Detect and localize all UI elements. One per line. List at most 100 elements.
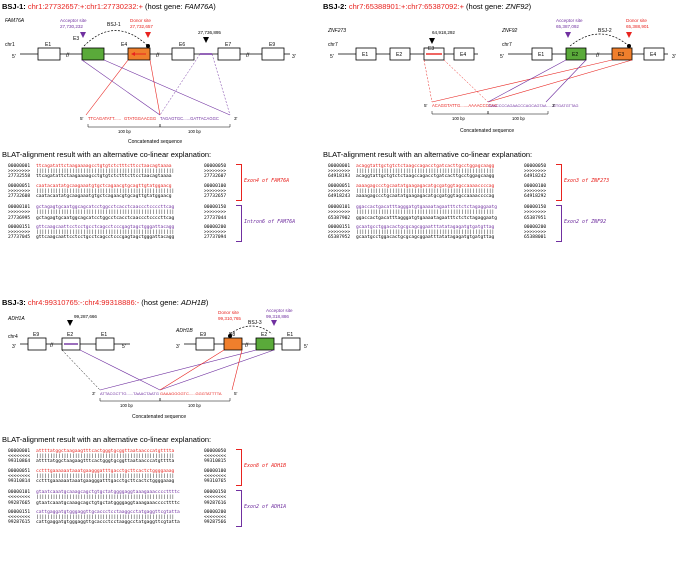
align-query-pos: 00000151 [8,224,31,230]
align-sequence: ||||||||||||||||||||||||||||||||||||||||… [36,210,175,216]
bsj1-acceptor-pos: 27,730,232 [60,24,83,29]
bsj1-map-line [81,59,161,116]
bsj2-b-exon-e4-label: E4 [650,52,656,58]
bsj3-strand-left-b: 3' [176,344,180,350]
bsj1-break-icon: // [66,53,70,59]
bsj3-bp-right: 100 bp [188,403,201,408]
bsj3-acceptor-pos: 99,318,886 [266,314,289,319]
alignment-annotation: Exon2 of ADH1A [244,503,287,510]
bsj3-title-gene-prefix: (host gene: [139,298,181,307]
align-end-pos: 27732607 [204,174,227,180]
bsj3-a-exon-e9-label: E9 [33,332,39,338]
bsj3-marker-pos: 99,287,666 [74,314,97,319]
bsj3-concat-left: ATTACGCTTG......TAAACTAATG [100,391,159,396]
align-sequence: ||||||||||||||||||||||||||||||||||||||||… [36,515,175,520]
bsj2-title: BSJ-2: chr7:65388901:+:chr7:65387092:+ (… [323,2,531,11]
align-end-pos: >>>>>>>> [204,230,227,235]
annotation-brace [556,164,562,202]
align-end-pos: >>>>>>>> [204,169,227,175]
bsj2-b-exon-e2-label: E2 [572,52,578,58]
bsj1-map-line [149,59,161,116]
bsj2-a-exon-e2 [389,47,411,61]
annotation-brace [556,205,562,243]
bsj1-strand-left: 5' [12,54,16,60]
align-sequence: aaaagagccctgcaatatgaagagacatgcgatggtagcc… [356,194,495,199]
bsj3-a-exon-e1 [95,337,115,351]
bsj2-donor-label: Donor site [626,18,647,23]
align-end-pos: 00000100 [524,183,547,189]
bsj1-blat-heading: BLAT-alignment result with an alternativ… [2,150,212,159]
bsj1-backsplice-arc [83,30,149,47]
bsj3-concat-mid-red: GAAAGGGGTC......GGGTATTTTA [160,391,222,396]
bsj3-concat-5: 5' [234,391,238,396]
align-sequence: ||||||||||||||||||||||||||||||||||||||||… [356,188,495,194]
bsj1-exon-e1 [37,47,61,61]
alignment-annotation: Exon8 of ADH1B [244,462,287,469]
bsj2-donor-pos: 65,388,901 [626,24,649,29]
align-end-pos: >>>>>>>> [524,230,547,235]
bsj2-map-line [487,59,567,103]
align-sequence: gctagagtgcaatggcagcatcctggcctcacctcaaccc… [36,215,175,221]
align-end-pos: 64918242 [524,174,547,180]
align-query-pos: 00000001 [328,164,351,169]
align-query-pos: 99310864 [8,459,31,465]
bsj2-b-exon-e3-label: E3 [618,52,624,58]
align-query-pos: 00000001 [8,164,31,169]
bsj3-donor-label: Donor site [218,310,239,315]
align-end-pos: 00000200 [204,509,227,515]
align-sequence: gcaatgcctggacactgcgcagcggaatttatatagagat… [356,235,495,241]
bsj1-donor-marker [145,32,151,38]
align-query-pos: 00000051 [328,183,351,189]
align-sequence: gttcaagcaattcctcctgcctcagcctcccgagtagctg… [36,235,175,241]
alignment-annotation: Intron6 of FAM76A [244,218,296,225]
bsj1-acceptor-label: Acceptor site [60,18,87,23]
align-end-pos: 65388001 [524,235,547,241]
bsj1-donor-label: Donor site [130,18,151,23]
bsj2-gene-label-b: ZNF92 [501,28,518,34]
align-end-pos: 64918292 [524,194,547,199]
bsj2-title-gene-prefix: (host gene: [463,2,506,11]
align-sequence: ggaccactgacatttagggatgtgaaaatagaatttctct… [356,205,498,211]
align-query-pos: >>>>>>>> [328,210,351,216]
bsj3-b-exon-e9-label: E9 [200,332,206,338]
align-end-pos: 65387951 [524,215,547,221]
align-query-pos: >>>>>>>> [8,210,31,216]
bsj2-title-gene: ZNF92 [505,2,529,11]
bsj1-exon-e9-label: E9 [269,42,275,48]
align-query-pos: >>>>>>>> [8,230,31,235]
align-sequence: ||||||||||||||||||||||||||||||||||||||||… [356,169,495,175]
bsj2-break-icon: // [596,53,600,59]
bsj1-concat-5: 5' [80,116,84,121]
bsj2-bsj-label: BSJ-2 [598,28,612,34]
bsj3-b-exon-e2-acceptor [255,337,275,351]
annotation-brace [236,164,242,202]
align-sequence: ttcagatattctaagaaaagcctgtgtctctttcttccta… [36,174,172,180]
bsj2-marker-pos: 64,918,292 [432,30,455,35]
align-sequence: ||||||||||||||||||||||||||||||||||||||||… [36,169,175,175]
bsj3-bp-left: 100 bp [120,403,133,408]
bsj2-donor-marker [626,32,632,38]
bsj1-concat-caption: Concatenated sequence [128,139,182,145]
align-sequence: attttatggctaagaagtttcactgggtgcggttaataac… [36,459,175,465]
annotation-brace [236,449,242,487]
bsj2-map-line [443,59,489,103]
align-query-pos: >>>>>>>> [328,169,351,175]
bsj1-map-line [103,59,231,116]
bsj3-backsplice-arc [229,325,273,335]
bsj3-concat-caption: Concatenated sequence [132,414,186,420]
align-end-pos: 00000100 [204,468,227,474]
bsj1-donor-pos: 27,732,657 [130,24,153,29]
align-sequence: ||||||||||||||||||||||||||||||||||||||||… [36,473,175,479]
bsj3-junction-dot [228,334,232,338]
align-end-pos: 00000150 [204,490,227,496]
align-query-pos: 00000101 [8,490,31,496]
annotation-brace [236,205,242,243]
bsj3-title-label: BSJ-3: [2,298,26,307]
bsj1-concat-3: 3' [234,116,238,121]
align-end-pos: 27737044 [204,215,227,221]
align-sequence: ggaccactgacatttagggatgtgaaaatagaatttctct… [356,215,498,221]
bsj3-acceptor-label: Acceptor site [266,308,293,313]
align-query-pos: <<<<<<<< [8,495,31,501]
bsj3-b-exon-e9 [195,337,215,351]
align-end-pos: 27732657 [204,194,227,199]
